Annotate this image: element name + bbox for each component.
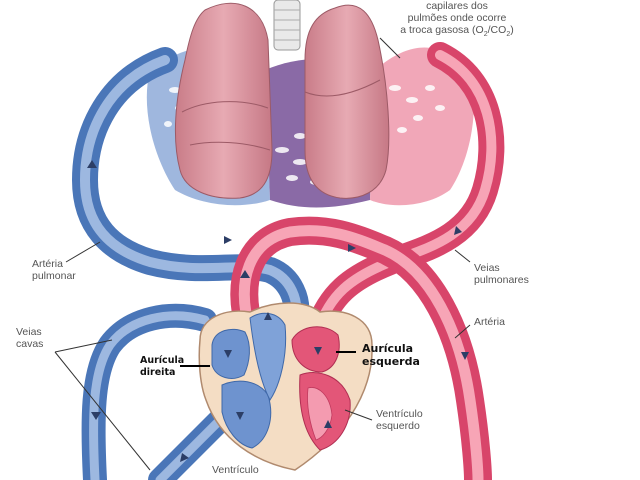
- label-pulmonary-veins-line1: Veias: [474, 262, 500, 274]
- heart: [198, 302, 373, 471]
- aorta-vessel: [230, 216, 492, 480]
- trachea: [273, 0, 301, 51]
- leader-artery: [454, 324, 471, 339]
- arrow-vena-cava-lower: [180, 453, 189, 462]
- label-capillaries-sub1: 2: [483, 31, 488, 39]
- label-pulmonary-veins-line2: pulmonares: [474, 274, 529, 286]
- label-pulmonary-veins: Veias pulmonares: [474, 262, 529, 286]
- label-venae-cavae-line1: Veias: [16, 326, 42, 338]
- pulmonary-veins-vessel: [305, 42, 505, 343]
- label-pulmonary-artery: Artéria pulmonar: [32, 258, 76, 282]
- label-capillaries-line3: a troca gasosa (O2/CO2): [372, 24, 542, 41]
- leader-venae-cavae-bottom: [54, 351, 151, 471]
- arrow-pulmonary-trunk: [264, 312, 272, 320]
- label-capillaries: capilares dos pulmões onde ocorre a troc…: [372, 0, 542, 41]
- label-right-atrium: Aurícula direita: [140, 355, 184, 379]
- arrow-aorta-down: [461, 352, 469, 360]
- venae-cavae-vessel: [81, 303, 232, 480]
- label-capillaries-line2: pulmões onde ocorre: [407, 12, 507, 24]
- label-left-ventricle-line1: Ventrículo: [376, 408, 423, 420]
- label-capillaries-end: ): [510, 24, 514, 36]
- label-left-ventricle: Ventrículo esquerdo: [376, 408, 423, 432]
- leader-venae-cavae-top: [54, 339, 113, 353]
- label-right-atrium-line1: Aurícula: [140, 355, 185, 366]
- arrow-left-pulmonary-artery: [224, 236, 232, 244]
- leader-lines: [54, 37, 471, 471]
- label-left-ventricle-line2: esquerdo: [376, 420, 420, 432]
- label-capillaries-line1: capilares dos: [426, 0, 488, 12]
- label-left-atrium-line2: esquerda: [362, 355, 420, 368]
- arrow-up-pulmonary-artery: [87, 160, 97, 168]
- left-lung: [174, 2, 273, 199]
- arrow-left-atrium: [314, 347, 322, 355]
- flow-arrows: [87, 160, 469, 462]
- arrow-right-ventricle: [236, 412, 244, 420]
- label-left-atrium-line1: Aurícula: [362, 342, 414, 355]
- right-lung: [304, 4, 390, 199]
- label-right-ventricle: Ventrículo: [212, 464, 259, 476]
- label-left-atrium: Aurícula esquerda: [362, 342, 420, 368]
- label-capillaries-line3-text: a troca gasosa (O: [400, 24, 484, 36]
- arrow-right-atrium: [224, 350, 232, 358]
- leader-capillaries: [379, 37, 401, 59]
- label-pulmonary-artery-line1: Artéria: [32, 258, 63, 270]
- arrow-pulmonary-veins: [454, 226, 462, 235]
- pulmonary-artery-vessel: [71, 47, 310, 333]
- leader-pulmonary-artery: [65, 241, 101, 263]
- leader-left-ventricle: [344, 409, 373, 421]
- label-right-atrium-line2: direita: [140, 367, 176, 378]
- arrow-aorta-right: [348, 244, 356, 252]
- arrow-up-aorta: [240, 270, 250, 278]
- arrow-left-ventricle: [324, 420, 332, 428]
- label-artery-line1: Artéria: [474, 316, 505, 328]
- arrow-up-vena-cava: [91, 412, 101, 420]
- label-capillaries-sub2: 2: [506, 31, 511, 39]
- label-right-ventricle-line1: Ventrículo: [212, 464, 259, 476]
- label-pulmonary-artery-line2: pulmonar: [32, 270, 76, 282]
- label-capillaries-mid: /CO: [487, 24, 507, 36]
- leader-pulmonary-veins: [454, 249, 471, 263]
- label-venae-cavae: Veias cavas: [16, 326, 43, 350]
- label-venae-cavae-line2: cavas: [16, 338, 44, 350]
- label-artery: Artéria: [474, 316, 505, 328]
